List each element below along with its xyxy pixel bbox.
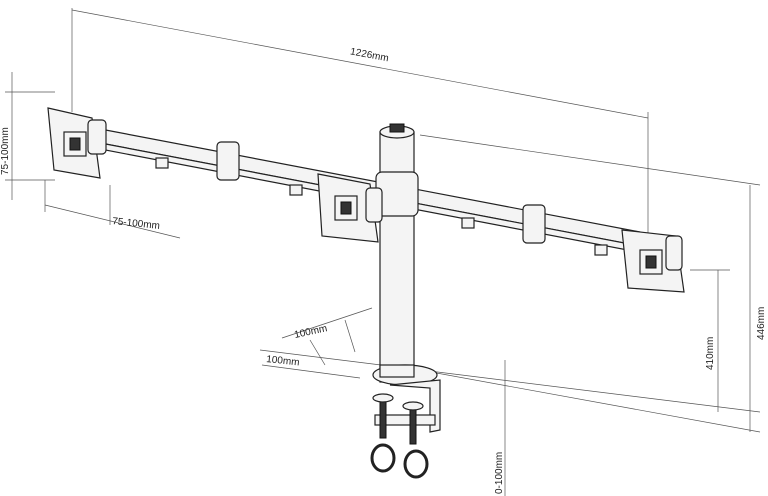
label-vesa-vertical: 75-100mm	[0, 127, 11, 175]
desk-clamp	[370, 364, 441, 479]
label-clamp-depth-b: 100mm	[266, 354, 300, 368]
arm-joints	[155, 141, 608, 256]
label-desk-thickness: 0-100mm	[494, 452, 505, 494]
vesa-plate-left	[47, 107, 107, 179]
label-pole-height: 446mm	[756, 307, 767, 340]
label-clamp-depth-a: 100mm	[293, 323, 328, 341]
pole	[375, 123, 419, 383]
label-total-width: 1226mm	[349, 46, 389, 64]
vesa-plate-right	[621, 229, 685, 293]
vesa-plate-center	[317, 173, 383, 243]
dimension-lines	[5, 8, 761, 496]
label-vesa-horizontal: 75-100mm	[112, 216, 161, 232]
label-arm-height: 410mm	[705, 337, 716, 370]
